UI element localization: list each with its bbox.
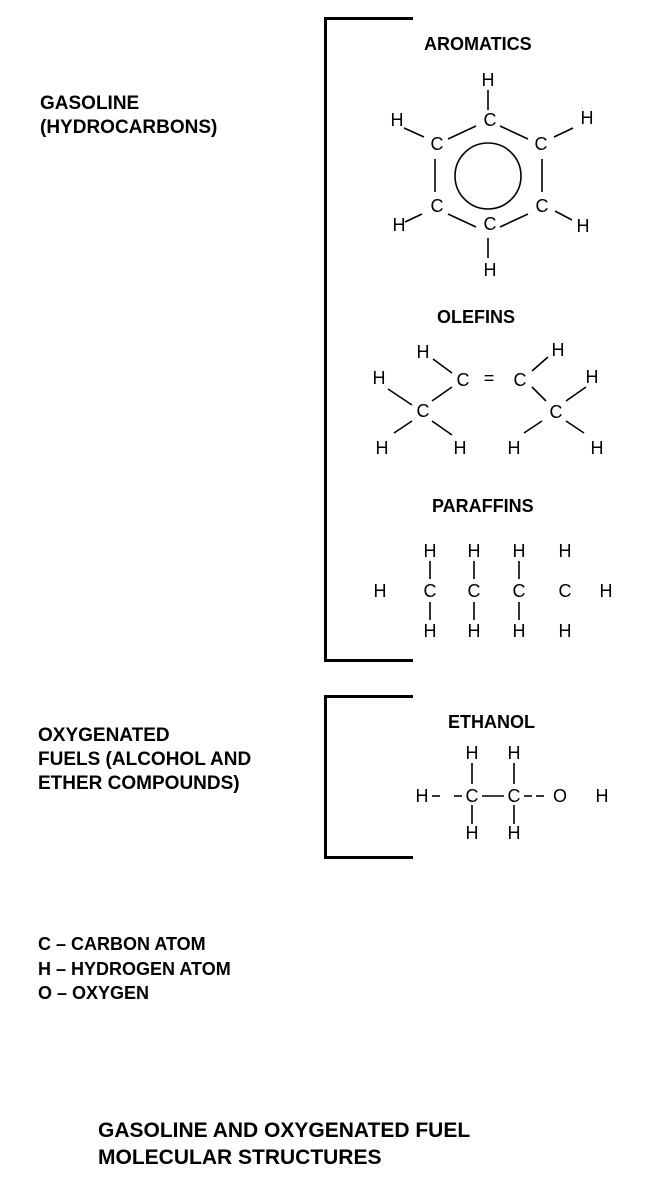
bond xyxy=(565,386,587,402)
hydrogen-atom: H xyxy=(586,367,599,387)
carbon-atom: C xyxy=(559,581,572,601)
bond xyxy=(403,127,425,138)
olefins-structure: H H H C = C H C C H H H H xyxy=(373,340,604,458)
carbon-atom: C xyxy=(550,402,563,422)
hydrogen-atom: H xyxy=(454,438,467,458)
hydrogen-atom: H xyxy=(508,438,521,458)
hydrogen-atom: H xyxy=(508,743,521,763)
hydrogen-atom: H xyxy=(466,743,479,763)
hydrogen-atom: H xyxy=(393,215,406,235)
carbon-atom: C xyxy=(431,134,444,154)
bond xyxy=(447,125,477,140)
hydrogen-atom: H xyxy=(391,110,404,130)
hydrogen-atom: H xyxy=(466,823,479,843)
hydrogen-atom: H xyxy=(376,438,389,458)
legend-carbon: C – CARBON ATOM xyxy=(38,934,206,954)
hydrogen-atom: H xyxy=(513,541,526,561)
bond xyxy=(554,210,573,221)
legend-hydrogen: H – HYDROGEN ATOM xyxy=(38,958,231,979)
double-bond: = xyxy=(484,368,495,388)
hydrogen-atom: H xyxy=(482,70,495,90)
oxygenated-label-line-3: ETHER COMPOUNDS) xyxy=(38,773,240,794)
carbon-atom: C xyxy=(514,370,527,390)
atom-legend: C – CARBON ATOM H – HYDROGEN ATOM O – OX… xyxy=(38,932,231,1006)
paraffins-heading: PARAFFINS xyxy=(432,496,534,516)
figure-title: GASOLINE AND OXYGENATED FUEL MOLECULAR S… xyxy=(98,1117,470,1171)
hydrogen-atom: H xyxy=(581,108,594,128)
oxygenated-group-label: OXYGENATED FUELS (ALCOHOL AND ETHER COMP… xyxy=(38,724,251,796)
bond xyxy=(499,213,529,228)
hydrogen-atom: H xyxy=(417,342,430,362)
legend-oxygen: O – OXYGEN xyxy=(38,983,150,1003)
hydrogen-atom: H xyxy=(374,581,387,601)
bond xyxy=(387,388,413,406)
oxygen-atom: O xyxy=(553,786,567,806)
bond xyxy=(499,125,529,140)
bond xyxy=(531,386,547,402)
hydrogen-atom: H xyxy=(484,260,497,280)
oxygenated-bracket xyxy=(324,695,413,859)
carbon-atom: C xyxy=(484,110,497,130)
hydrogen-atom: H xyxy=(424,541,437,561)
figure-title-line-1: GASOLINE AND OXYGENATED FUEL xyxy=(98,1119,471,1142)
olefins-heading: OLEFINS xyxy=(437,307,516,327)
bond xyxy=(553,127,574,138)
ethanol-structure: H H H C C O H H H xyxy=(416,743,609,843)
bond xyxy=(393,420,413,434)
bond xyxy=(404,213,423,223)
aromatic-ring-circle xyxy=(454,142,522,210)
carbon-atom: C xyxy=(424,581,437,601)
gasoline-label-line-1: GASOLINE xyxy=(40,93,140,114)
gasoline-group-label: GASOLINE (HYDROCARBONS) xyxy=(40,92,217,140)
hydrogen-atom: H xyxy=(577,216,590,236)
oxygenated-label-line-1: OXYGENATED xyxy=(38,725,170,746)
hydrogen-atom: H xyxy=(468,621,481,641)
bond xyxy=(565,420,585,434)
paraffins-structure: H H H H H C C C C H H H H H xyxy=(374,541,613,641)
hydrogen-atom: H xyxy=(552,340,565,360)
bond xyxy=(531,356,549,372)
carbon-atom: C xyxy=(417,401,430,421)
hydrogen-atom: H xyxy=(468,541,481,561)
carbon-atom: C xyxy=(535,134,548,154)
bond xyxy=(447,213,477,228)
carbon-atom: C xyxy=(431,196,444,216)
figure-title-line-2: MOLECULAR STRUCTURES xyxy=(98,1146,382,1169)
hydrogen-atom: H xyxy=(508,823,521,843)
carbon-atom: C xyxy=(466,786,479,806)
hydrogen-atom: H xyxy=(596,786,609,806)
hydrogen-atom: H xyxy=(373,368,386,388)
bond xyxy=(431,420,453,436)
bond xyxy=(432,358,453,374)
aromatics-heading: AROMATICS xyxy=(424,34,532,54)
carbon-atom: C xyxy=(513,581,526,601)
bond xyxy=(523,420,543,434)
hydrogen-atom: H xyxy=(424,621,437,641)
oxygenated-label-line-2: FUELS (ALCOHOL AND xyxy=(38,749,252,770)
hydrogen-atom: H xyxy=(559,621,572,641)
bond xyxy=(431,386,453,402)
gasoline-bracket xyxy=(324,17,413,662)
aromatics-structure: H H H C C C C C H H C H xyxy=(391,70,594,280)
carbon-atom: C xyxy=(484,214,497,234)
hydrogen-atom: H xyxy=(559,541,572,561)
hydrogen-atom: H xyxy=(416,786,429,806)
carbon-atom: C xyxy=(508,786,521,806)
hydrogen-atom: H xyxy=(591,438,604,458)
carbon-atom: C xyxy=(536,196,549,216)
hydrogen-atom: H xyxy=(513,621,526,641)
carbon-atom: C xyxy=(468,581,481,601)
ethanol-heading: ETHANOL xyxy=(448,712,535,732)
gasoline-label-line-2: (HYDROCARBONS) xyxy=(40,117,218,138)
hydrogen-atom: H xyxy=(600,581,613,601)
carbon-atom: C xyxy=(457,370,470,390)
